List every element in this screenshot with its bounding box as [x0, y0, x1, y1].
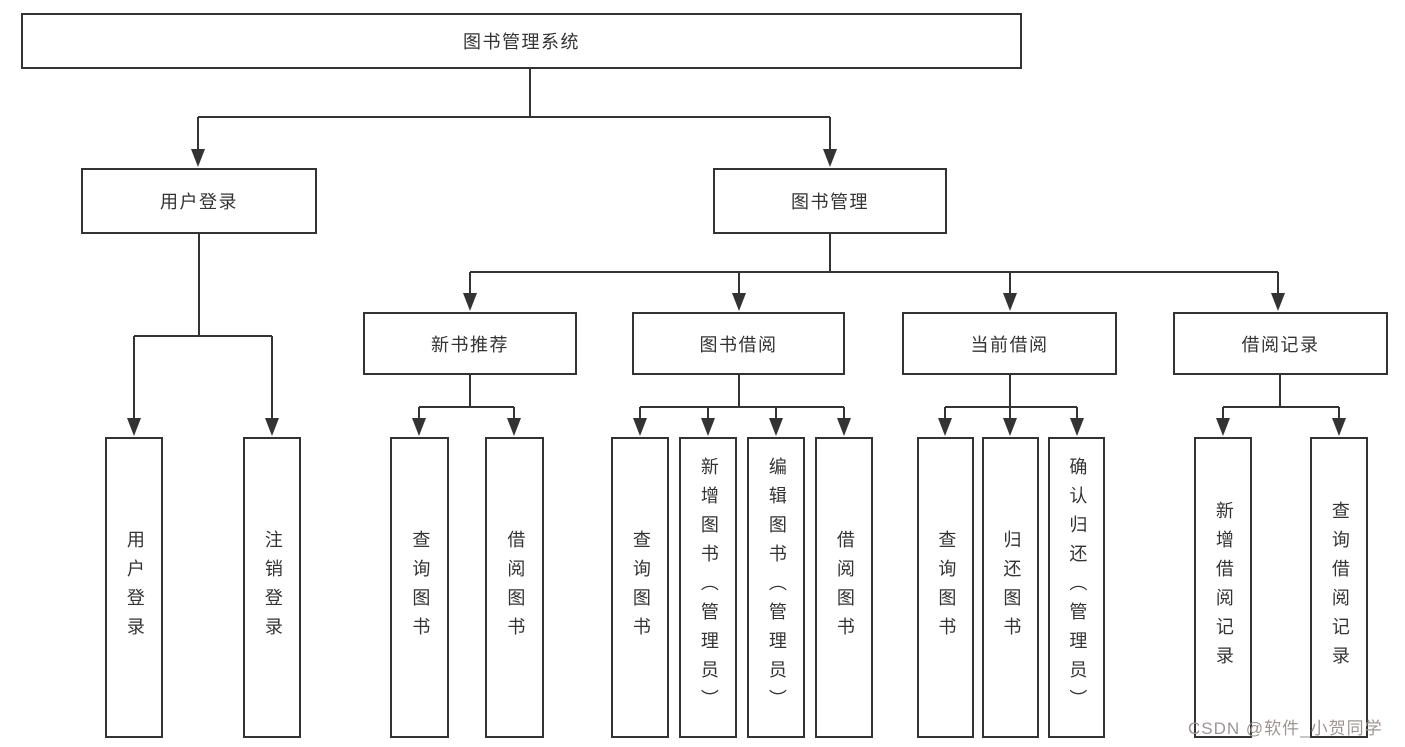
leaf-borrow-books-recommend: 借阅图书 [485, 437, 544, 738]
node-user-login-label: 用户登录 [160, 192, 238, 212]
csdn-watermark: CSDN @软件_小贺同学 [1188, 719, 1383, 738]
node-current-borrowing-label: 当前借阅 [970, 334, 1049, 355]
leaf-user-login-label: 用户登录 [124, 529, 145, 646]
leaf-add-books-admin-label: 新增图书（管理员） [698, 457, 719, 718]
leaf-add-borrow-record: 新增借阅记录 [1194, 437, 1252, 738]
node-current-borrowing: 当前借阅 [902, 312, 1117, 375]
arrowheads [127, 149, 1346, 436]
node-library-system: 图书管理系统 [21, 13, 1022, 69]
node-user-login: 用户登录 [81, 168, 317, 234]
leaf-confirm-return-admin: 确认归还（管理员） [1048, 437, 1105, 738]
node-book-management-label: 图书管理 [791, 192, 869, 212]
leaf-query-books-current-label: 查询图书 [936, 529, 957, 646]
leaf-add-books-admin: 新增图书（管理员） [679, 437, 737, 738]
leaf-query-books-current: 查询图书 [917, 437, 974, 738]
leaf-add-borrow-record-label: 新增借阅记录 [1213, 500, 1234, 675]
leaf-query-borrow-record: 查询借阅记录 [1310, 437, 1368, 738]
node-new-book-recommend-label: 新书推荐 [431, 334, 509, 355]
tree-edges [133, 69, 1340, 421]
leaf-borrow-books-recommend-label: 借阅图书 [505, 529, 526, 646]
leaf-return-books-label: 归还图书 [1001, 529, 1022, 646]
node-book-borrowing: 图书借阅 [632, 312, 845, 375]
leaf-user-login: 用户登录 [105, 437, 163, 738]
leaf-query-books-borrowing-label: 查询图书 [630, 529, 651, 646]
node-library-system-label: 图书管理系统 [463, 32, 580, 52]
node-book-management: 图书管理 [713, 168, 947, 234]
node-book-borrowing-label: 图书借阅 [699, 334, 778, 355]
leaf-borrow-books-label: 借阅图书 [834, 529, 855, 646]
leaf-logout: 注销登录 [243, 437, 301, 738]
leaf-logout-label: 注销登录 [262, 529, 283, 646]
leaf-confirm-return-admin-label: 确认归还（管理员） [1067, 457, 1088, 718]
leaf-query-books-recommend-label: 查询图书 [410, 529, 431, 646]
leaf-borrow-books: 借阅图书 [815, 437, 873, 738]
node-borrow-records: 借阅记录 [1173, 312, 1388, 375]
leaf-query-borrow-record-label: 查询借阅记录 [1329, 500, 1350, 675]
node-borrow-records-label: 借阅记录 [1241, 334, 1320, 355]
node-new-book-recommend: 新书推荐 [363, 312, 577, 375]
leaf-query-books-recommend: 查询图书 [390, 437, 449, 738]
leaf-return-books: 归还图书 [982, 437, 1039, 738]
leaf-edit-books-admin: 编辑图书（管理员） [747, 437, 805, 738]
leaf-edit-books-admin-label: 编辑图书（管理员） [766, 457, 787, 718]
leaf-query-books-borrowing: 查询图书 [611, 437, 669, 738]
